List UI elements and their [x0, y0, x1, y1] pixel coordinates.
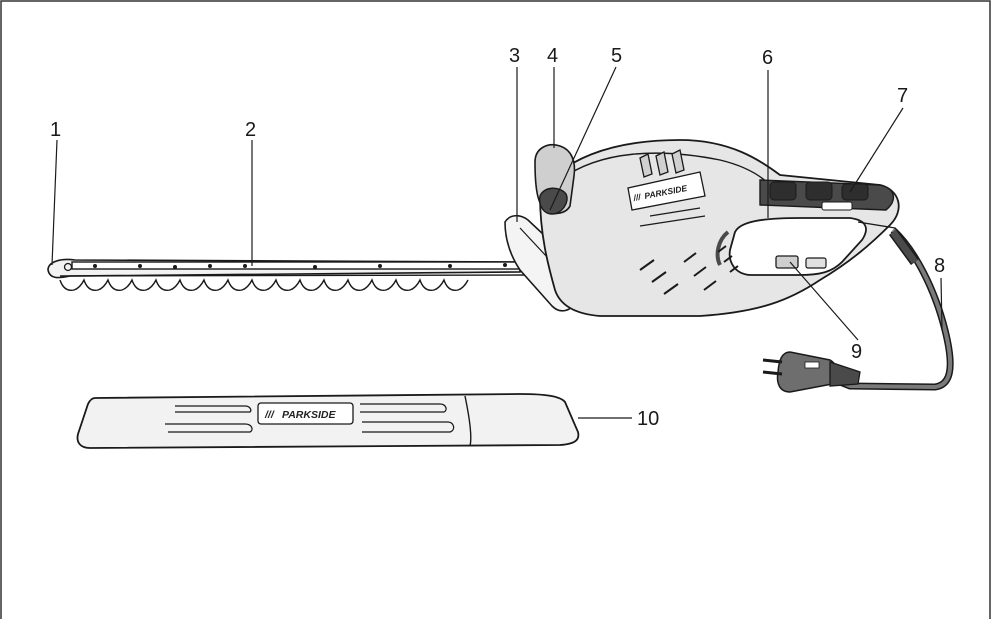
power-plug [762, 351, 861, 393]
svg-text:///: /// [264, 409, 275, 421]
blade-sheath: PARKSIDE /// [76, 393, 580, 449]
svg-text:///: /// [631, 191, 642, 203]
callout-8: 8 [934, 255, 945, 277]
housing-brand-badge: PARKSIDE /// [627, 171, 706, 211]
power-cable [762, 227, 954, 393]
trigger-switch [775, 255, 799, 269]
blade-rivets [93, 263, 507, 269]
handle-opening [728, 217, 867, 276]
callout-5: 5 [611, 45, 622, 67]
trimmer-body: PARKSIDE /// [504, 139, 900, 317]
callout-10: 10 [637, 408, 659, 430]
callout-9: 9 [851, 341, 862, 363]
sheath-brand-text: PARKSIDE [282, 409, 336, 421]
lock-button [538, 187, 568, 215]
callout-1: 1 [50, 119, 61, 141]
callout-numbers: 1 2 3 4 5 6 7 8 9 10 [50, 45, 945, 430]
callout-2: 2 [245, 119, 256, 141]
callout-7: 7 [897, 85, 908, 107]
leader-lines [51, 66, 943, 419]
blade-teeth [59, 274, 531, 291]
top-vents [639, 149, 685, 178]
callout-4: 4 [547, 45, 558, 67]
sheath-brand-badge [257, 402, 354, 425]
callout-6: 6 [762, 47, 773, 69]
blade [47, 258, 531, 291]
callout-3: 3 [509, 45, 520, 67]
switch-label [821, 201, 853, 211]
lower-vents [639, 245, 739, 295]
